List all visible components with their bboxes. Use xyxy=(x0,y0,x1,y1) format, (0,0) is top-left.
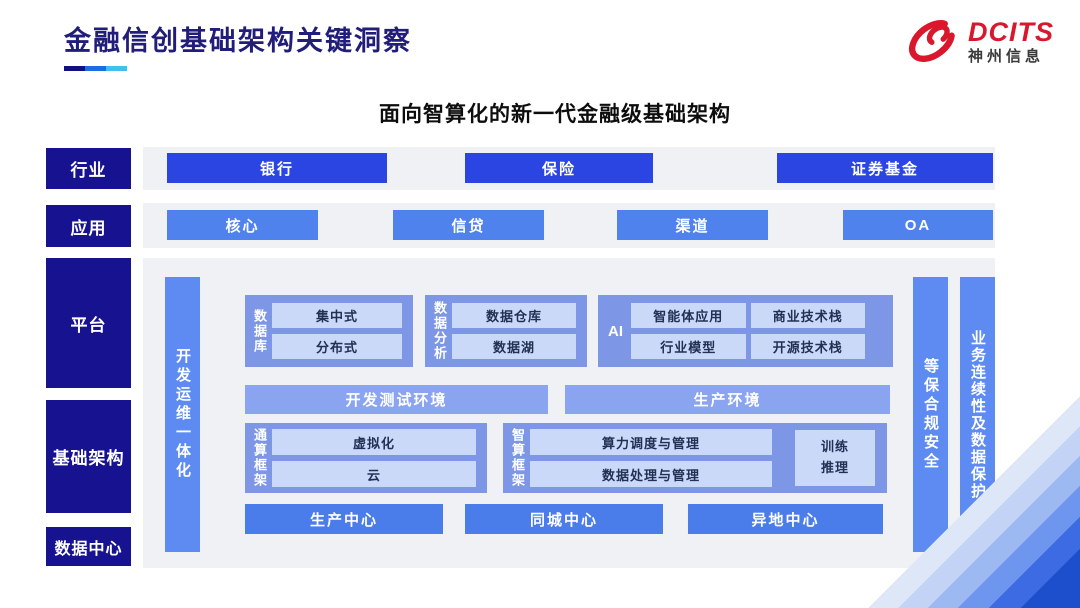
pillar-continuity-label: 业务连续性及数据保护 xyxy=(969,329,986,500)
chip-training-inference: 训练推理 xyxy=(795,430,875,486)
chip-compute-scheduling: 算力调度与管理 xyxy=(530,429,772,455)
datacenter-remote: 异地中心 xyxy=(688,504,883,534)
dcits-logo-text: DCITS 神州信息 xyxy=(968,16,1054,65)
pillar-business-continuity: 业务连续性及数据保护 xyxy=(960,277,995,552)
group-general-label: 通算框架 xyxy=(252,428,267,488)
group-intelligent-label: 智算框架 xyxy=(510,428,525,488)
page-title: 金融信创基础架构关键洞察 xyxy=(64,26,412,56)
chip-training-inference-label: 训练推理 xyxy=(820,439,849,475)
group-database-label: 数据库 xyxy=(252,308,267,354)
group-general-items: 虚拟化 云 xyxy=(272,429,476,487)
dcits-swirl-icon xyxy=(908,20,956,62)
diagram-title: 面向智算化的新一代金融级基础架构 xyxy=(379,103,731,126)
industry-item-insurance: 保险 xyxy=(465,153,653,183)
group-ai-label: AI xyxy=(608,322,623,340)
row-label-application: 应用 xyxy=(46,205,131,247)
chip-virtualization: 虚拟化 xyxy=(272,429,476,455)
pillar-security-label: 等保合规安全 xyxy=(922,357,939,472)
row-label-platform: 平台 xyxy=(46,258,131,388)
group-database: 数据库 集中式 分布式 xyxy=(245,295,413,367)
logo-company-name: 神州信息 xyxy=(968,47,1045,65)
application-item-oa: OA xyxy=(843,210,993,240)
chip-data-lake: 数据湖 xyxy=(452,334,576,359)
chip-agent-application: 智能体应用 xyxy=(631,303,746,328)
chip-data-processing: 数据处理与管理 xyxy=(530,461,772,487)
group-analytics-items: 数据仓库 数据湖 xyxy=(452,303,576,359)
env-dev-test: 开发测试环境 xyxy=(245,385,548,414)
application-item-core: 核心 xyxy=(167,210,318,240)
chip-open-source-stack: 开源技术栈 xyxy=(750,334,865,359)
chip-industry-model: 行业模型 xyxy=(631,334,746,359)
application-item-channel: 渠道 xyxy=(617,210,768,240)
pillar-devops-label: 开发运维一体化 xyxy=(174,348,191,481)
row-label-industry: 行业 xyxy=(46,148,131,189)
chip-cloud: 云 xyxy=(272,461,476,487)
chip-centralized: 集中式 xyxy=(272,303,402,328)
pillar-compliance-security: 等保合规安全 xyxy=(913,277,948,552)
industry-item-bank: 银行 xyxy=(167,153,387,183)
group-intelligent-computing: 智算框架 算力调度与管理 数据处理与管理 训练推理 xyxy=(503,423,887,493)
datacenter-same-city: 同城中心 xyxy=(465,504,663,534)
pillar-devops-integration: 开发运维一体化 xyxy=(165,277,200,552)
industry-band: 银行 保险 证券基金 xyxy=(143,147,995,190)
logo-brand: DCITS xyxy=(968,16,1054,47)
group-intelligent-items: 算力调度与管理 数据处理与管理 xyxy=(530,429,772,487)
main-architecture-band: 开发运维一体化 等保合规安全 业务连续性及数据保护 数据库 集中式 分布式 数据… xyxy=(143,258,995,568)
underline-segment-cyan xyxy=(106,66,127,71)
group-general-computing: 通算框架 虚拟化 云 xyxy=(245,423,487,493)
env-production: 生产环境 xyxy=(565,385,890,414)
title-underline xyxy=(64,66,127,71)
chip-commercial-stack: 商业技术栈 xyxy=(750,303,865,328)
group-data-analytics: 数据分析 数据仓库 数据湖 xyxy=(425,295,587,367)
group-ai-items: 智能体应用 商业技术栈 行业模型 开源技术栈 xyxy=(631,303,865,359)
industry-item-securities-funds: 证券基金 xyxy=(777,153,993,183)
group-ai: AI 智能体应用 商业技术栈 行业模型 开源技术栈 xyxy=(598,295,893,367)
application-item-credit: 信贷 xyxy=(393,210,544,240)
chip-data-warehouse: 数据仓库 xyxy=(452,303,576,328)
underline-segment-dark xyxy=(64,66,85,71)
row-label-datacenter: 数据中心 xyxy=(46,527,131,566)
group-analytics-label: 数据分析 xyxy=(432,301,447,361)
chip-distributed: 分布式 xyxy=(272,334,402,359)
application-band: 核心 信贷 渠道 OA xyxy=(143,203,995,248)
group-database-items: 集中式 分布式 xyxy=(272,303,402,359)
datacenter-production: 生产中心 xyxy=(245,504,443,534)
row-label-infrastructure: 基础架构 xyxy=(46,400,131,513)
dcits-logo: DCITS 神州信息 xyxy=(903,14,1054,68)
underline-segment-blue xyxy=(85,66,106,71)
